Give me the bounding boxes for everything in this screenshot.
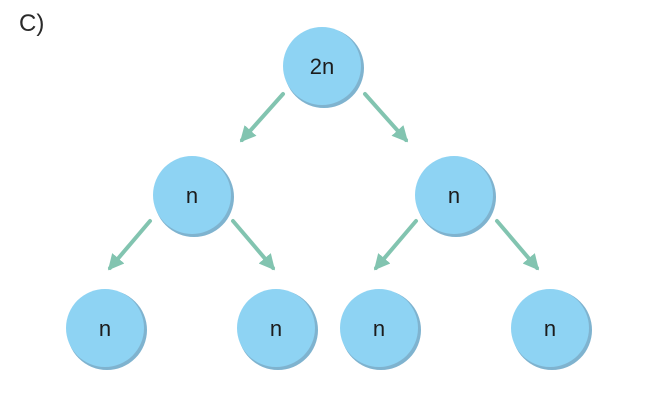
node-left-left: n: [66, 289, 147, 370]
arrow-root-to-right: [363, 92, 409, 143]
node-right-label: n: [448, 183, 460, 208]
node-right-right-label: n: [544, 316, 556, 341]
node-left-label: n: [186, 183, 198, 208]
node-root-label: 2n: [310, 54, 334, 79]
node-root: 2n: [283, 27, 364, 108]
arrow-left-to-left-left: [107, 219, 152, 271]
node-left-right-label: n: [270, 316, 282, 341]
arrow-left-to-left-right: [231, 219, 276, 271]
panel-label: C): [19, 10, 45, 37]
arrows: [107, 92, 540, 271]
node-right: n: [415, 156, 496, 237]
node-right-left: n: [340, 289, 421, 370]
node-left-right: n: [237, 289, 318, 370]
arrow-right-to-right-left: [373, 219, 418, 271]
node-left: n: [153, 156, 234, 237]
node-left-left-label: n: [99, 316, 111, 341]
node-right-left-label: n: [373, 316, 385, 341]
node-right-right: n: [511, 289, 592, 370]
arrow-root-to-left: [239, 92, 285, 143]
arrow-right-to-right-right: [495, 219, 540, 271]
